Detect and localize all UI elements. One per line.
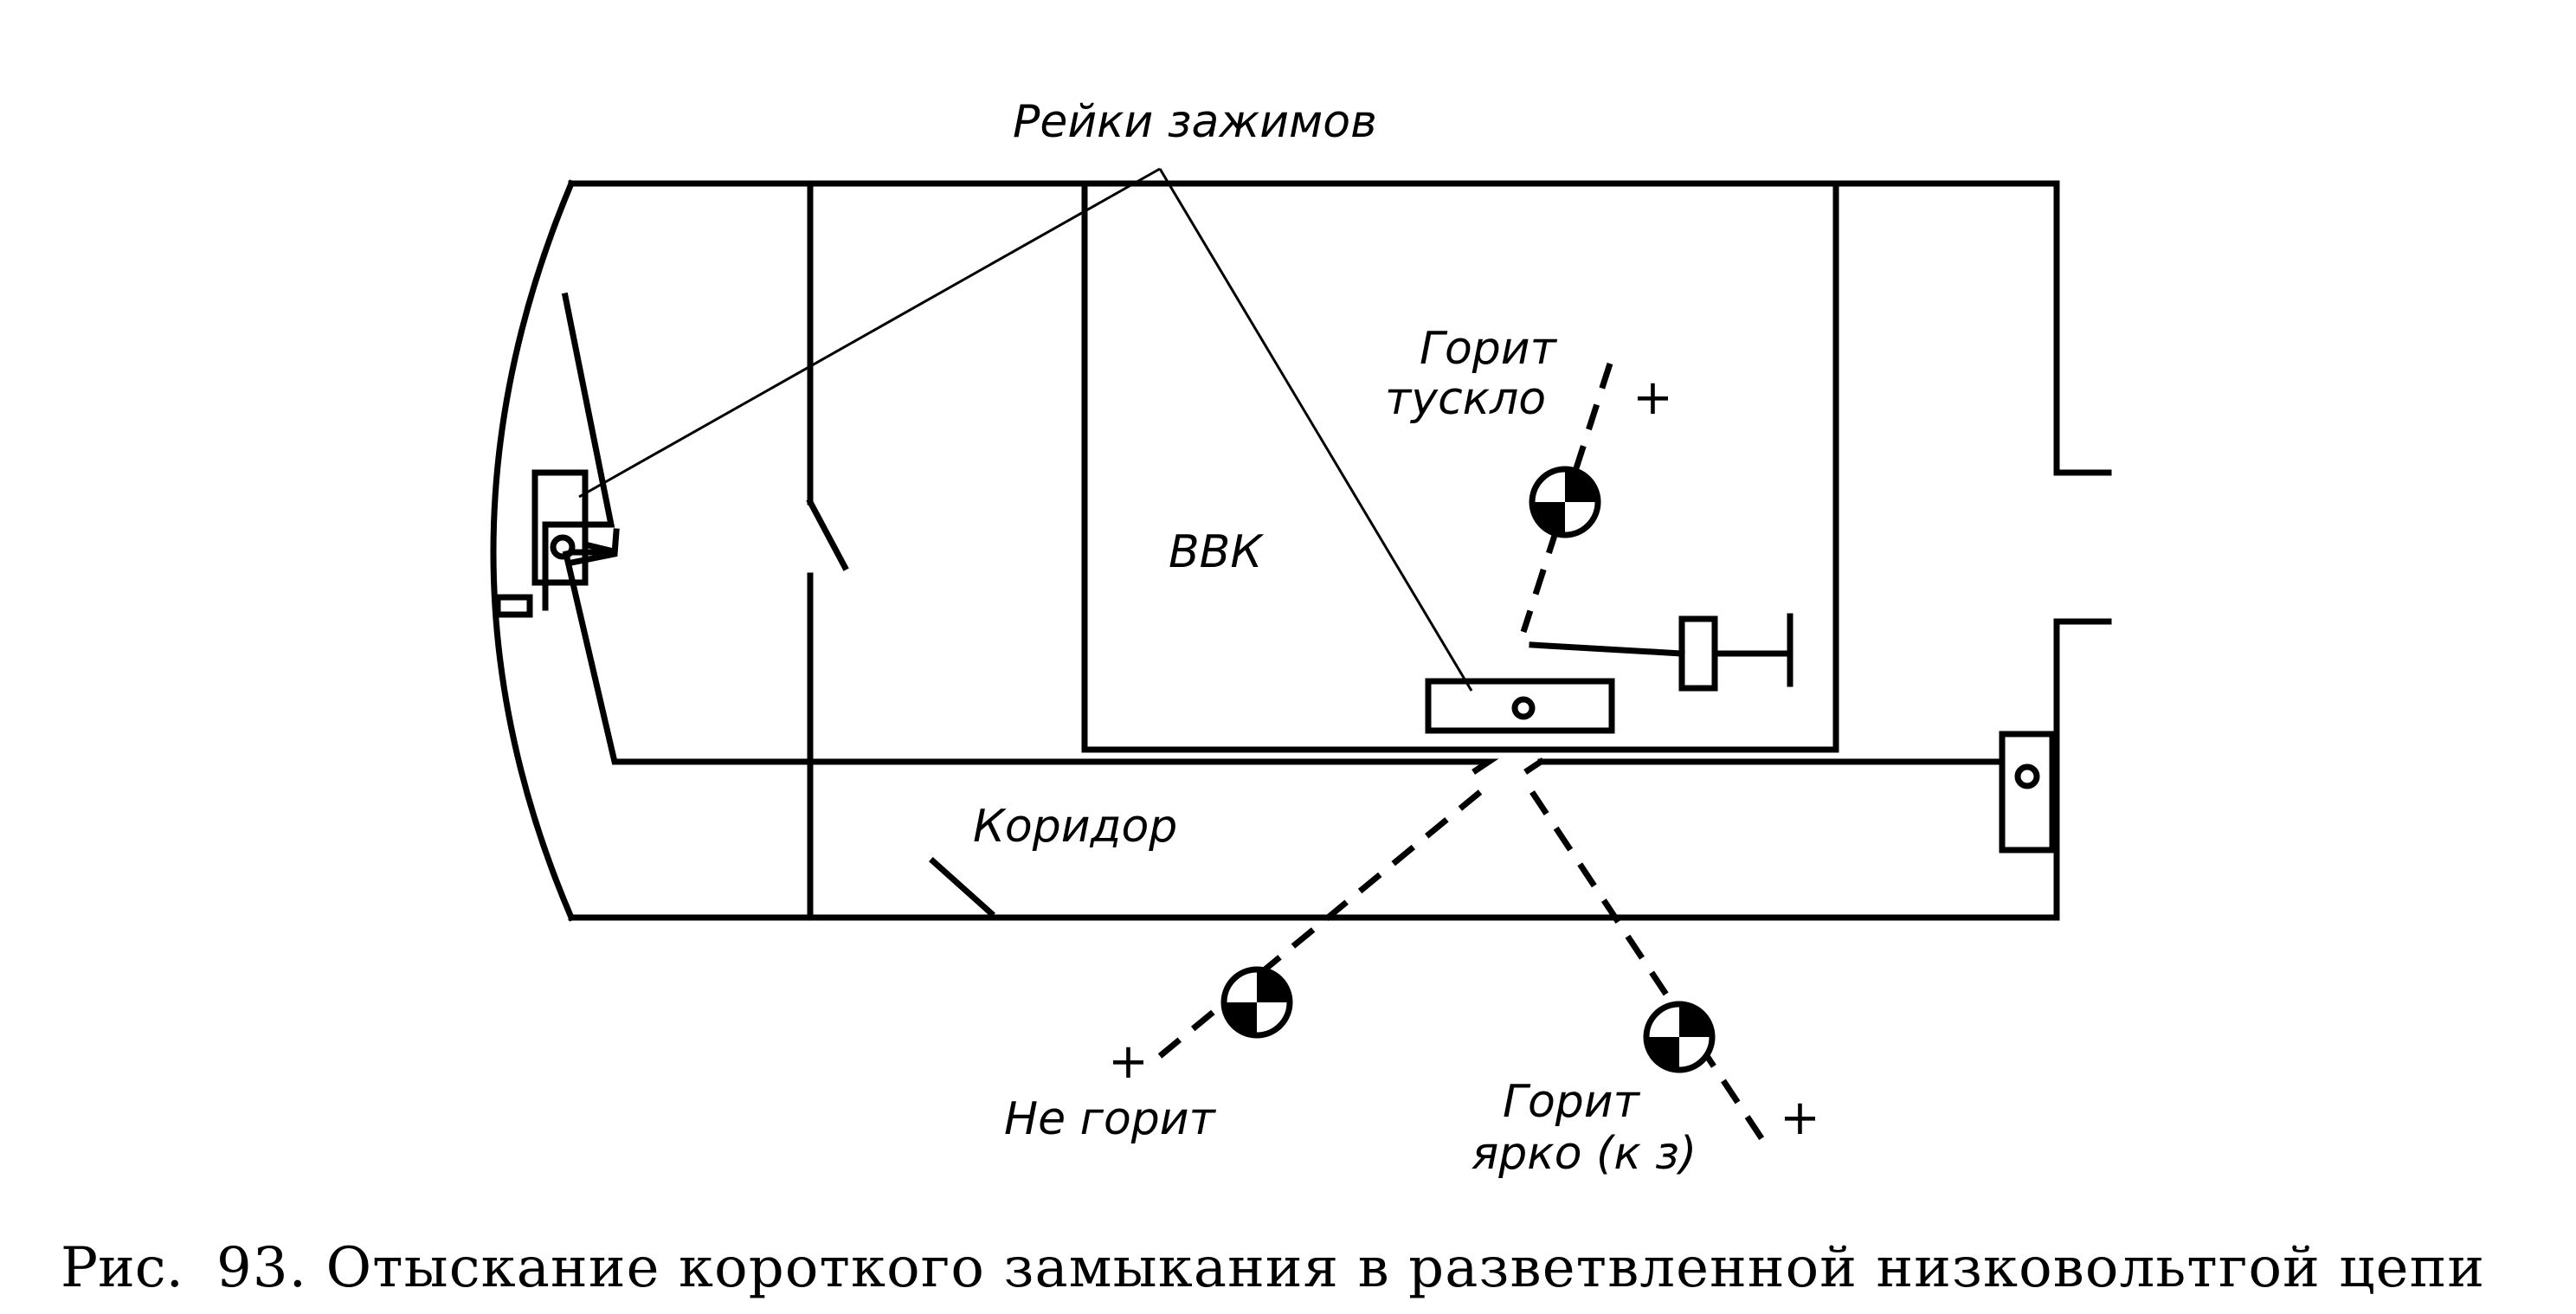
probe-not-lit bbox=[1157, 789, 1483, 1059]
figure-caption-prefix: Рис. bbox=[61, 1236, 184, 1300]
terminal-rail-left bbox=[531, 469, 589, 586]
corridor-wall bbox=[494, 292, 2006, 918]
corridor-label: Коридор bbox=[973, 801, 1177, 853]
rails-leader-lines bbox=[578, 167, 1473, 692]
bright-label-line1: Горит bbox=[1503, 1076, 1641, 1128]
relay bbox=[1529, 613, 1794, 692]
dim-label-line2: тускло bbox=[1385, 373, 1546, 425]
not-lit-label: Не горит bbox=[1004, 1093, 1217, 1145]
figure-caption: 93. Отыскание короткого замыкания в разв… bbox=[216, 1236, 2484, 1300]
lamp-dim-icon bbox=[1529, 466, 1601, 538]
dim-plus-sign: + bbox=[1633, 370, 1673, 426]
partition-wall bbox=[806, 180, 849, 921]
car-outline bbox=[490, 179, 2112, 922]
probe-bright bbox=[1530, 790, 1773, 1153]
bright-label-line2: ярко (к з) bbox=[1472, 1128, 1697, 1180]
bright-plus-sign: + bbox=[1780, 1090, 1820, 1146]
terminal-rail-right bbox=[1999, 731, 2056, 853]
vvk-chamber bbox=[1081, 180, 1839, 753]
terminal-rail-center bbox=[1425, 678, 1615, 734]
lamp-not-lit-icon bbox=[1220, 966, 1293, 1039]
vvk-label: ВВК bbox=[1169, 526, 1264, 578]
lamp-bright-icon bbox=[1643, 1001, 1716, 1073]
rails-label: Рейки зажимов bbox=[1013, 96, 1377, 148]
not-lit-plus-sign: + bbox=[1108, 1034, 1149, 1090]
dim-label-line1: Горит bbox=[1420, 323, 1558, 375]
